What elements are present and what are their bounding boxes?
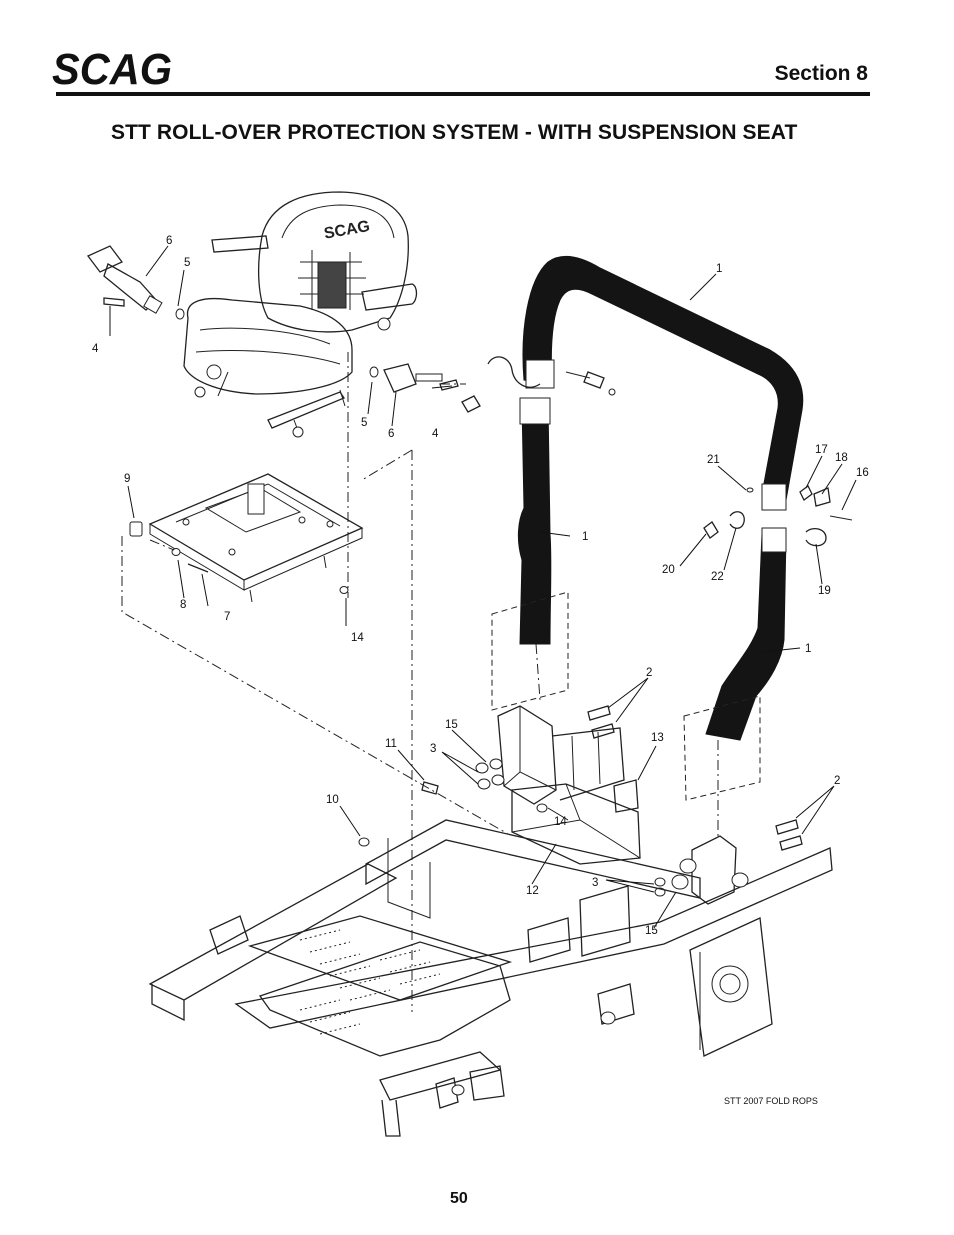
leader-lines (109, 245, 857, 929)
callout-labels: 1 1 1 2 2 3 3 4 4 5 5 6 6 7 8 9 10 11 12… (92, 235, 869, 937)
right-rops-mount (654, 819, 803, 905)
plate-hardware (129, 521, 349, 594)
seat-mounting-plate (148, 473, 364, 603)
callout-11: 11 (385, 738, 397, 750)
callout-18: 18 (835, 452, 848, 464)
callout-3-left-nuts: 3 (430, 743, 436, 755)
callout-22: 22 (711, 571, 724, 583)
callout-4-left-bolt: 4 (92, 343, 99, 355)
callout-21: 21 (707, 454, 720, 466)
logo-lettering: SCAG (52, 45, 172, 92)
callout-1-left-leg: 1 (582, 531, 588, 543)
callout-15-right: 15 (645, 925, 658, 937)
callout-20: 20 (662, 564, 675, 576)
callout-4-right-bolt: 4 (432, 428, 439, 440)
callout-14-tray: 14 (554, 816, 567, 828)
callout-6-right-belt: 6 (388, 428, 394, 440)
alignment-lines (121, 352, 761, 1012)
seat-belt-left (86, 245, 185, 320)
left-rops-mount (497, 705, 625, 805)
left-mount-hardware (358, 758, 505, 847)
callout-13: 13 (651, 732, 664, 744)
bolt-pair-left (587, 705, 615, 739)
drawing-reference-id: STT 2007 FOLD ROPS (724, 1096, 818, 1106)
rops-right-leg (705, 527, 787, 741)
rops-left-leg (517, 397, 552, 645)
callout-17: 17 (815, 444, 828, 456)
header-divider (56, 92, 870, 96)
callout-10: 10 (326, 794, 339, 806)
section-title: Section 8 (774, 62, 868, 85)
svg-text:SCAG: SCAG (323, 218, 371, 243)
battery-tray (511, 779, 641, 865)
rops-hardware (461, 356, 853, 547)
rops-upper-hoop (522, 255, 804, 511)
scag-logo-mark: SCAG (52, 45, 172, 92)
callout-19: 19 (818, 585, 831, 597)
callout-12: 12 (526, 885, 539, 897)
floor-plate-pattern (299, 929, 441, 1035)
suspension-seat: SCAG (183, 191, 418, 438)
page-title: STT ROLL-OVER PROTECTION SYSTEM - WITH S… (111, 121, 798, 144)
callout-2-left-bolts: 2 (646, 667, 652, 679)
callout-3-right-nuts: 3 (592, 877, 598, 889)
callout-2-right-bolts: 2 (834, 775, 840, 787)
callout-5-right-washer: 5 (361, 417, 367, 429)
mower-frame (148, 819, 833, 1137)
callout-7: 7 (224, 611, 230, 623)
callout-9: 9 (124, 473, 130, 485)
callout-1-right-leg: 1 (805, 643, 811, 655)
callout-5-left-washer: 5 (184, 257, 190, 269)
seat-belt-right (369, 363, 459, 393)
callout-14-plate: 14 (351, 632, 364, 644)
callout-1-upper-hoop: 1 (716, 263, 722, 275)
callout-15-left: 15 (445, 719, 458, 731)
callout-8: 8 (180, 599, 186, 611)
callout-16: 16 (856, 467, 869, 479)
page-number: 50 (450, 1190, 468, 1207)
callout-6-left-belt: 6 (166, 235, 172, 247)
scag-logo: SCAG (52, 44, 176, 92)
